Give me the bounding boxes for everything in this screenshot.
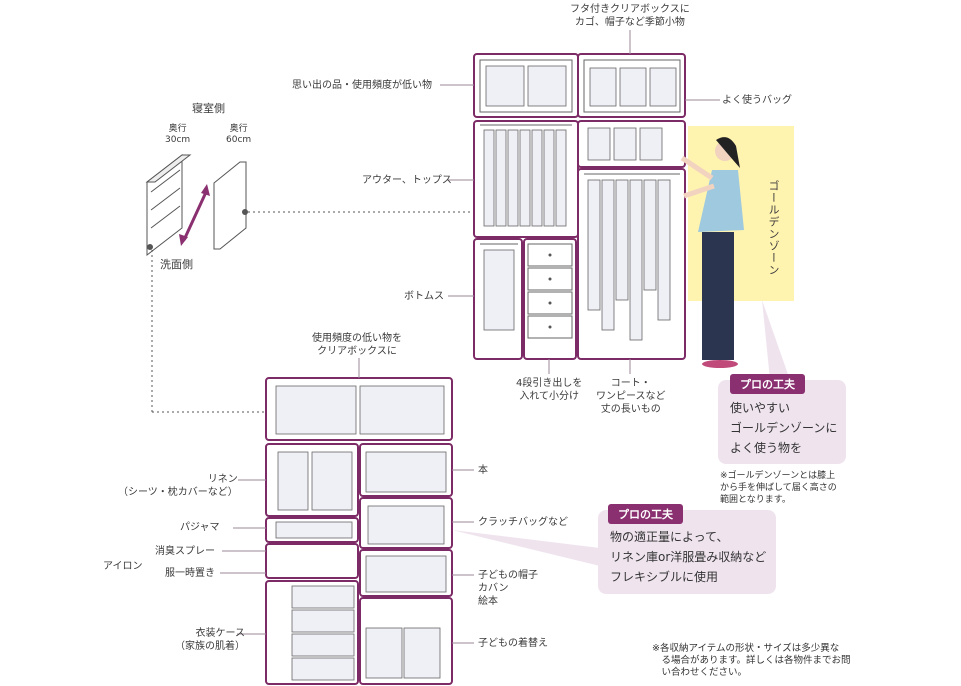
clutch-label: クラッチバッグなど	[478, 517, 568, 528]
woman-figure	[680, 137, 744, 368]
iron-label: アイロン	[103, 561, 143, 572]
washroom-side-label: 洗面側	[160, 258, 193, 271]
tip2-box	[598, 510, 776, 594]
golden-zone-label: ゴールデンゾーン	[767, 180, 780, 276]
depth-30-label: 奥行 30cm	[165, 124, 191, 145]
tip2-tag: プロの工夫	[608, 504, 683, 524]
drawers-label: 4段引き出しを 入れて小分け	[516, 378, 583, 402]
pajamas-label: パジャマ	[180, 522, 220, 533]
bottoms-label: ボトムス	[404, 291, 444, 302]
linen-label: リネン （シーツ・枕カバーなど）	[118, 474, 238, 498]
depth-60-label: 奥行 60cm	[226, 124, 252, 145]
kids-items-label: 子どもの帽子 カバン 絵本	[478, 570, 538, 607]
floor-plan-sketch	[145, 153, 247, 257]
memories-label: 思い出の品・使用頻度が低い物	[292, 80, 432, 91]
tip1-tag: プロの工夫	[730, 374, 805, 394]
lower-top-note: 使用頻度の低い物を クリアボックスに	[312, 333, 402, 357]
books-label: 本	[478, 465, 488, 476]
tip2-pointer	[452, 530, 600, 566]
golden-zone-note: ※ゴールデンゾーンとは膝上 から手を伸ばして届く高さの 範囲となります。	[720, 471, 837, 505]
tip1-pointer	[762, 300, 790, 380]
direction-arrow	[182, 189, 209, 241]
outer-label: アウター、トップス	[362, 175, 452, 186]
tip1-box	[718, 380, 846, 464]
long-clothes-label: コート・ ワンピースなど 丈の長いもの	[596, 378, 666, 415]
tip1-text: 使いやすい ゴールデンゾーンに よく使う物を	[730, 401, 838, 455]
upper-top-note: フタ付きクリアボックスに カゴ、帽子など季節小物	[570, 4, 690, 28]
bags-label: よく使うバッグ	[722, 95, 792, 106]
case-label: 衣装ケース （家族の肌着）	[175, 628, 245, 652]
tip2-text: 物の適正量によって、 リネン庫or洋服畳み収納など フレキシブルに使用	[610, 530, 767, 584]
temp-label: 服一時置き	[165, 568, 215, 579]
bedroom-side-label: 寝室側	[192, 102, 225, 115]
kids-clothes-label: 子どもの着替え	[478, 638, 548, 649]
spray-label: 消臭スプレー	[155, 546, 215, 557]
footnote: ※各収納アイテムの形状・サイズは多少異な る場合があります。詳しくは各物件までお…	[652, 643, 851, 678]
